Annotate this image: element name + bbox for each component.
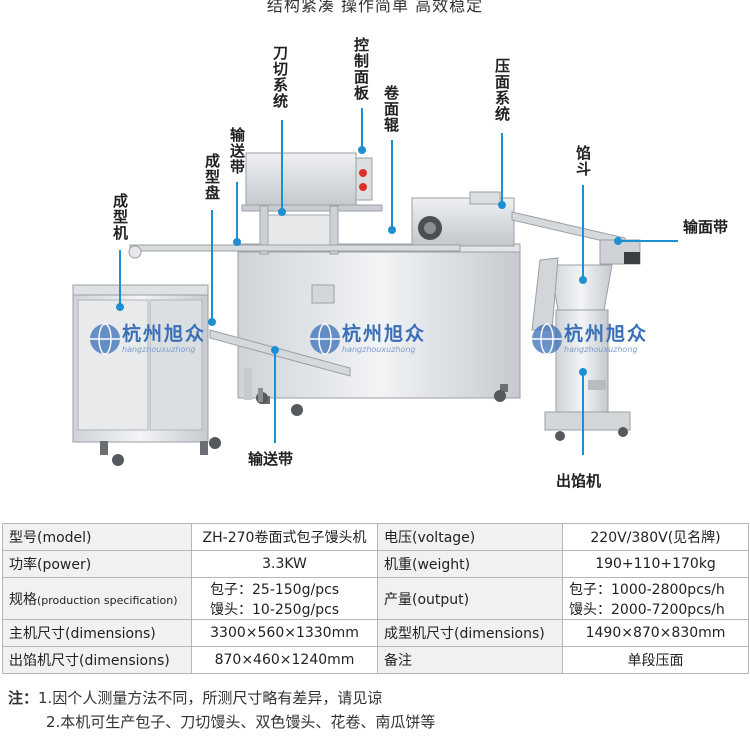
watermark-text: 杭州旭众: [122, 322, 207, 345]
label-dough-conveyor: 输面带: [683, 218, 729, 236]
spec-key-main: 规格: [9, 591, 37, 608]
spec-value-line: 馒头：2000-7200pcs/h: [569, 601, 725, 618]
label-forming-machine: 成型机: [111, 193, 129, 241]
spec-key: 型号(model): [2, 523, 192, 551]
watermark-globe-icon: [310, 323, 340, 355]
machine-illustration: [72, 108, 678, 466]
label-conveyor-lower: 输送带: [248, 450, 294, 468]
spec-value: 单段压面: [562, 646, 749, 674]
spec-row-power: 功率(power) 3.3KW 机重(weight) 190+110+170kg: [2, 550, 749, 578]
filling-machine: [531, 257, 631, 441]
lower-conveyor: [209, 329, 351, 402]
label-control-panel: 控制面板: [352, 37, 370, 101]
spec-row-specification: 规格(production specification) 包子：25-150g/…: [2, 577, 749, 620]
spec-value: 包子：25-150g/pcs 馒头：10-250g/pcs: [191, 577, 378, 620]
watermark-globe-icon: [532, 323, 562, 355]
spec-row-filling-dimensions: 出馅机尺寸(dimensions) 870×460×1240mm 备注 单段压面: [2, 646, 749, 674]
main-machine-body: [237, 243, 521, 416]
spec-key: 主机尺寸(dimensions): [2, 619, 192, 647]
spec-key: 备注: [377, 646, 563, 674]
spec-key: 成型机尺寸(dimensions): [377, 619, 563, 647]
spec-key: 机重(weight): [377, 550, 563, 578]
notes: 注：1.因个人测量方法不同，所测尺寸略有差异，请见谅 2.本机可生产包子、刀切馒…: [8, 686, 435, 734]
spec-key: 出馅机尺寸(dimensions): [2, 646, 192, 674]
label-rolling-roller: 卷面辊: [382, 85, 400, 133]
watermark-subtext: hangzhouxuzhong: [122, 344, 196, 354]
spec-value: 190+110+170kg: [562, 550, 749, 578]
label-forming-tray: 成型盘: [203, 153, 221, 201]
label-cutter-system: 刀切系统: [271, 45, 289, 109]
label-filling-hopper: 馅斗: [574, 145, 592, 177]
spec-table: 型号(model) ZH-270卷面式包子馒头机 电压(voltage) 220…: [2, 523, 749, 674]
watermark-text: 杭州旭众: [342, 322, 427, 345]
notes-label: 注：: [8, 689, 39, 707]
forming-machine-body: [72, 284, 221, 466]
note-text: 2.本机可生产包子、刀切馒头、双色馒头、花卷、南瓜饼等: [46, 713, 436, 731]
watermark-globe-icon: [90, 323, 120, 355]
spec-value: 1490×870×830mm: [562, 619, 749, 647]
label-pressing-system: 压面系统: [493, 58, 511, 122]
spec-key-sub: (production specification): [37, 593, 178, 607]
note-line-1: 注：1.因个人测量方法不同，所测尺寸略有差异，请见谅: [8, 686, 435, 710]
callout-lines: [116, 108, 678, 455]
spec-value: ZH-270卷面式包子馒头机: [191, 523, 378, 551]
spec-value: 220V/380V(见名牌): [562, 523, 749, 551]
watermark-subtext: hangzhouxuzhong: [564, 344, 638, 354]
upper-conveyor: [128, 244, 461, 259]
spec-value-line: 包子：1000-2800pcs/h: [569, 581, 725, 598]
watermark-subtext: hangzhouxuzhong: [342, 344, 416, 354]
spec-value: 包子：1000-2800pcs/h 馒头：2000-7200pcs/h: [562, 577, 749, 620]
spec-key: 规格(production specification): [2, 577, 192, 620]
spec-key: 产量(output): [377, 577, 563, 620]
cutter-head: [241, 152, 383, 255]
spec-row-dimensions: 主机尺寸(dimensions) 3300×560×1330mm 成型机尺寸(d…: [2, 619, 749, 647]
label-filling-machine: 出馅机: [556, 472, 602, 490]
spec-key: 电压(voltage): [377, 523, 563, 551]
spec-value-line: 包子：25-150g/pcs: [210, 581, 340, 598]
spec-value: 870×460×1240mm: [191, 646, 378, 674]
spec-key: 功率(power): [2, 550, 192, 578]
top-caption: 结构紧凑 操作简单 高效稳定: [266, 0, 484, 15]
pressing-unit: [411, 191, 515, 247]
note-text: 1.因个人测量方法不同，所测尺寸略有差异，请见谅: [38, 689, 383, 707]
spec-row-model: 型号(model) ZH-270卷面式包子馒头机 电压(voltage) 220…: [2, 523, 749, 551]
note-line-2: 2.本机可生产包子、刀切馒头、双色馒头、花卷、南瓜饼等: [8, 710, 435, 734]
dough-belt: [511, 211, 641, 265]
watermark-text: 杭州旭众: [564, 322, 649, 345]
spec-value: 3300×560×1330mm: [191, 619, 378, 647]
label-conveyor-upper: 输送带: [228, 127, 246, 175]
spec-value-line: 馒头：10-250g/pcs: [210, 601, 340, 618]
spec-value: 3.3KW: [191, 550, 378, 578]
